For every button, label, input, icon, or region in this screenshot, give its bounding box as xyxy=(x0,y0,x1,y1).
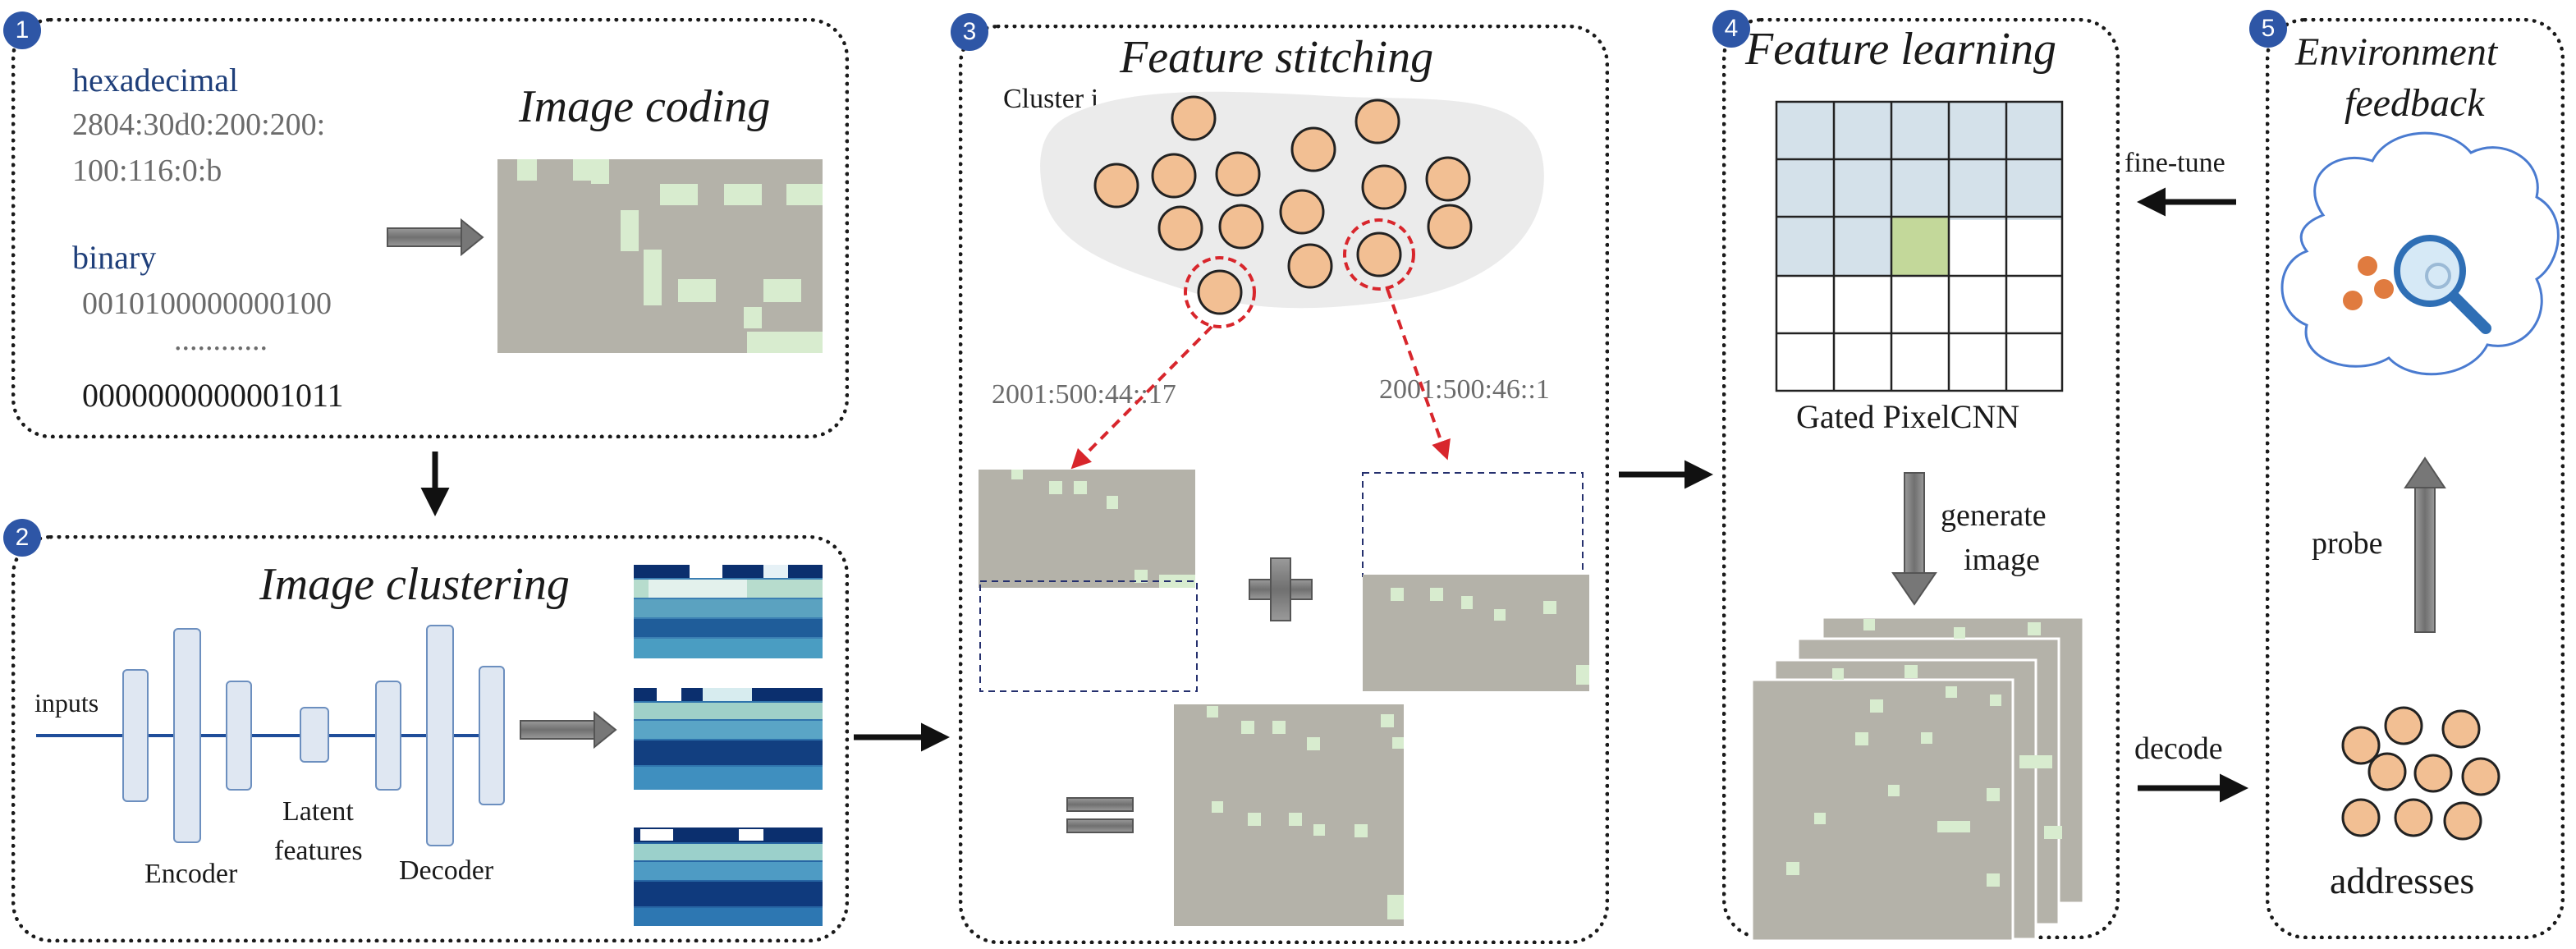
clustering-arrow xyxy=(520,710,617,750)
fine-tune-label: fine-tune xyxy=(2125,148,2225,178)
step-badge-1: 1 xyxy=(3,11,41,49)
plus-icon xyxy=(1249,557,1313,621)
latent-label-2: features xyxy=(274,836,363,866)
model-label: Gated PixelCNN xyxy=(1796,398,2020,435)
coded-image xyxy=(497,159,823,353)
step-badge-5: 5 xyxy=(2249,10,2287,48)
decode-label: decode xyxy=(2134,731,2223,766)
binary-dots: ............ xyxy=(174,323,268,357)
encoder-label: Encoder xyxy=(144,859,238,889)
stitched-image xyxy=(1174,704,1404,926)
step-badge-4: 4 xyxy=(1712,10,1750,48)
latent-label-1: Latent xyxy=(282,796,354,827)
generate-label-2: image xyxy=(1964,543,2040,577)
equals-icon xyxy=(1066,797,1134,833)
stitch-left-image xyxy=(979,470,1198,692)
pixelcnn-grid xyxy=(1775,100,2064,392)
probe-label: probe xyxy=(2312,526,2383,561)
coding-arrow xyxy=(387,218,484,257)
feature-learning-title: Feature learning xyxy=(1745,24,2056,75)
stitch-right-image xyxy=(1362,472,1589,691)
cluster-nodes xyxy=(1093,95,1473,315)
hex-line-2: 100:116:0:b xyxy=(72,154,222,188)
panel-image-coding xyxy=(11,18,849,438)
hex-label: hexadecimal xyxy=(72,62,239,99)
panel-environment-feedback xyxy=(2266,18,2565,939)
binary-line-1: 0010100000000100 xyxy=(82,287,332,321)
decoder-label: Decoder xyxy=(399,855,494,886)
address-left: 2001:500:44::17 xyxy=(992,379,1176,410)
address-nodes xyxy=(2341,706,2500,841)
panel-image-clustering xyxy=(11,535,849,942)
step-badge-2: 2 xyxy=(3,519,41,557)
panel-feature-stitching xyxy=(959,25,1609,944)
binary-label: binary xyxy=(72,239,157,276)
inputs-label: inputs xyxy=(34,688,99,717)
cluster-heatmap-1 xyxy=(634,565,823,658)
generated-images xyxy=(1750,616,2085,942)
addresses-label: addresses xyxy=(2330,860,2475,901)
image-coding-title: Image coding xyxy=(519,81,771,132)
cluster-heatmap-3 xyxy=(634,828,823,926)
hex-line-1: 2804:30d0:200:200: xyxy=(72,108,326,142)
autoencoder xyxy=(36,625,505,846)
env-title-2: feedback xyxy=(2345,81,2485,125)
probe-arrow xyxy=(2404,456,2446,633)
binary-line-2: 0000000000001011 xyxy=(82,377,344,414)
feature-stitching-title: Feature stitching xyxy=(1120,32,1434,83)
search-icon xyxy=(2343,235,2491,334)
generate-label-1: generate xyxy=(1941,498,2047,533)
cluster-label: Cluster i xyxy=(1003,84,1099,114)
step-badge-3: 3 xyxy=(951,13,988,51)
address-right: 2001:500:46::1 xyxy=(1379,374,1550,405)
image-clustering-title: Image clustering xyxy=(259,559,570,610)
cluster-heatmap-2 xyxy=(634,688,823,790)
env-title-1: Environment xyxy=(2295,30,2498,74)
generate-arrow xyxy=(1891,472,1937,606)
